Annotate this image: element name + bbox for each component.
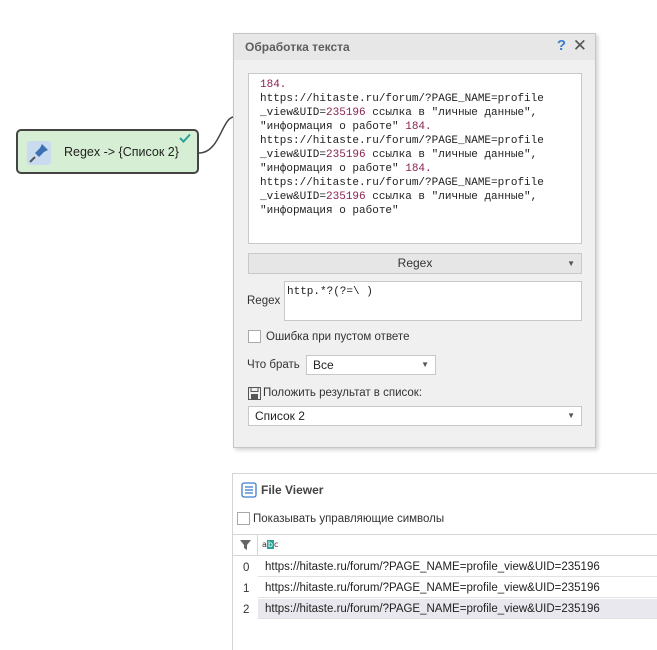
section-regex-header[interactable]: Regex ▼: [248, 253, 582, 274]
grid-header: abc: [233, 534, 657, 556]
chevron-down-icon: ▼: [421, 360, 429, 369]
regex-label: Regex: [247, 295, 281, 307]
input-text-area[interactable]: 184. https://hitaste.ru/forum/?PAGE_NAME=…: [248, 73, 582, 244]
input-text-line: "информация о работе" 184.: [260, 163, 432, 175]
regex-value: http.*?(?=\ ): [287, 286, 373, 298]
chevron-down-icon: ▼: [567, 411, 575, 420]
input-text-line: https://hitaste.ru/forum/?PAGE_NAME=prof…: [260, 177, 544, 189]
input-text-line: _view&UID=235196 ссылка в "личные данные…: [260, 149, 538, 161]
row-index: 1: [243, 583, 250, 595]
result-list-select[interactable]: Список 2 ▼: [248, 406, 582, 426]
text-processing-panel: Обработка текста ? ✕ 184. https://hitaste…: [233, 33, 596, 448]
regex-input[interactable]: http.*?(?=\ ): [284, 281, 582, 321]
help-button[interactable]: ?: [556, 37, 566, 54]
column-divider: [257, 535, 258, 556]
section-title: Regex: [397, 256, 433, 270]
result-list-value: Список 2: [255, 409, 305, 423]
input-text-line: _view&UID=235196 ссылка в "личные данные…: [260, 191, 538, 203]
row-value: https://hitaste.ru/forum/?PAGE_NAME=prof…: [258, 578, 657, 598]
input-text-line: _view&UID=235196 ссылка в "личные данные…: [260, 107, 538, 119]
save-icon: [248, 387, 261, 400]
save-result-label: Положить результат в список:: [263, 387, 423, 399]
row-value: https://hitaste.ru/forum/?PAGE_NAME=prof…: [258, 557, 657, 577]
panel-title: Обработка текста: [245, 40, 350, 54]
table-row[interactable]: 1 https://hitaste.ru/forum/?PAGE_NAME=pro…: [233, 578, 657, 599]
filter-icon[interactable]: [240, 540, 251, 550]
check-icon: [179, 133, 191, 143]
viewer-title: File Viewer: [261, 483, 324, 497]
node-label: Regex -> {Список 2}: [64, 145, 179, 159]
empty-error-checkbox[interactable]: [248, 330, 261, 343]
input-text-line: "информация о работе": [260, 205, 399, 217]
regex-action-node[interactable]: Regex -> {Список 2}: [16, 129, 199, 174]
what-take-select[interactable]: Все ▼: [306, 355, 436, 375]
input-text-line: https://hitaste.ru/forum/?PAGE_NAME=prof…: [260, 93, 544, 105]
row-index: 0: [243, 562, 250, 574]
table-row[interactable]: 2 https://hitaste.ru/forum/?PAGE_NAME=pro…: [233, 599, 657, 620]
what-take-value: Все: [313, 358, 334, 372]
abc-icon[interactable]: abc: [262, 540, 279, 549]
pin-icon: [27, 141, 51, 165]
table-row[interactable]: 0 https://hitaste.ru/forum/?PAGE_NAME=pro…: [233, 557, 657, 578]
what-take-label: Что брать: [247, 359, 300, 371]
file-viewer: File Viewer Показывать управляющие симво…: [232, 473, 657, 650]
input-text-line: "информация о работе" 184.: [260, 121, 432, 133]
row-index: 2: [243, 604, 250, 616]
panel-header: Обработка текста ? ✕: [234, 34, 595, 60]
list-icon: [241, 482, 257, 498]
chevron-down-icon: ▼: [567, 259, 575, 268]
show-control-chars-label: Показывать управляющие символы: [253, 513, 445, 525]
input-text-line: https://hitaste.ru/forum/?PAGE_NAME=prof…: [260, 135, 544, 147]
empty-error-label: Ошибка при пустом ответе: [266, 331, 410, 343]
row-value: https://hitaste.ru/forum/?PAGE_NAME=prof…: [258, 599, 657, 619]
close-button[interactable]: ✕: [572, 36, 587, 55]
show-control-chars-checkbox[interactable]: [237, 512, 250, 525]
input-text-line: 184.: [260, 79, 287, 91]
